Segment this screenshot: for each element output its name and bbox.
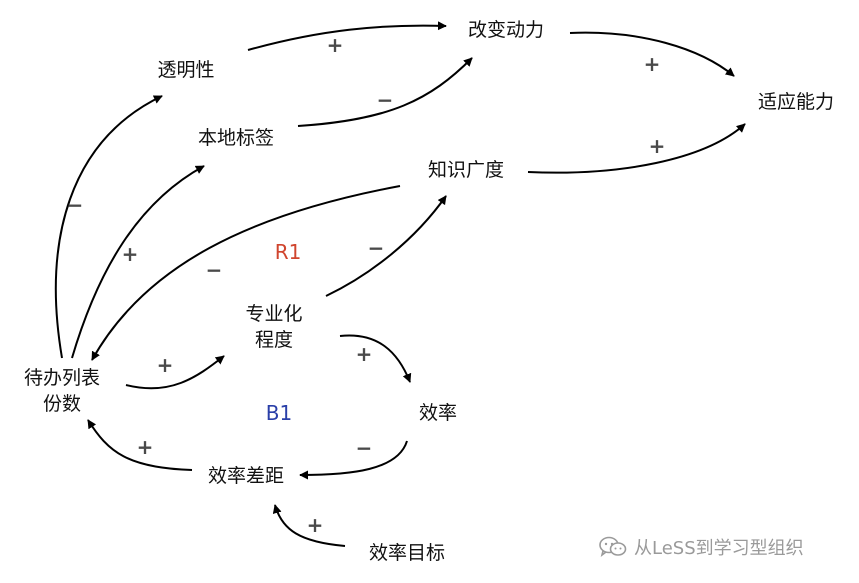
node-backlog-line1: 待办列表 (23, 367, 101, 389)
sign-backlog-specialization: + (156, 353, 174, 377)
sign-backlog-local-label: + (121, 242, 139, 266)
node-motivation: 改变动力 (467, 19, 545, 41)
link-backlog-transparency (54, 95, 163, 359)
link-target-gap (272, 504, 346, 547)
sign-transparency-motivation: + (326, 33, 344, 57)
watermark: 从LeSS到学习型组织 (598, 530, 804, 564)
node-adaptability: 适应能力 (757, 91, 835, 113)
sign-gap-backlog: + (136, 435, 154, 459)
sign-specialization-knowledge: − (367, 236, 385, 260)
link-backlog-specialization (125, 355, 225, 390)
wechat-icon (598, 535, 628, 559)
link-knowledge-backlog (91, 185, 401, 361)
sign-knowledge-backlog: − (205, 258, 223, 282)
link-backlog-local-label (71, 165, 205, 359)
node-specialization-line1: 专业化 (245, 303, 303, 325)
loop-label-r1: R1 (274, 240, 302, 264)
node-specialization-line2: 程度 (254, 329, 294, 351)
watermark-text: 从LeSS到学习型组织 (634, 538, 804, 559)
link-knowledge-adaptability (527, 123, 746, 174)
sign-efficiency-gap: − (355, 436, 373, 460)
node-efficiency-gap: 效率差距 (207, 465, 285, 487)
node-transparency: 透明性 (157, 59, 215, 81)
link-transparency-motivation (247, 21, 447, 51)
node-backlog: 待办列表 份数 (24, 365, 100, 417)
node-specialization: 专业化 程度 (245, 301, 302, 353)
sign-specialization-efficiency: + (355, 342, 373, 366)
sign-local-label-motivation: − (376, 88, 394, 112)
link-motivation-adaptability (569, 31, 735, 77)
node-knowledge: 知识广度 (427, 159, 505, 181)
sign-target-gap: + (306, 513, 324, 537)
sign-knowledge-adaptability: + (648, 134, 666, 158)
link-specialization-efficiency (339, 334, 412, 383)
sign-backlog-transparency: − (66, 193, 84, 217)
node-efficiency-target: 效率目标 (368, 542, 446, 564)
link-gap-backlog (87, 419, 193, 471)
sign-motivation-adaptability: + (643, 52, 661, 76)
node-local-label: 本地标签 (197, 127, 275, 149)
node-backlog-line2: 份数 (42, 393, 82, 415)
node-efficiency: 效率 (418, 402, 458, 424)
link-efficiency-gap (299, 440, 408, 480)
link-specialization-knowledge (325, 195, 447, 297)
link-local-label-motivation (297, 57, 473, 127)
loop-label-b1: B1 (265, 401, 293, 425)
